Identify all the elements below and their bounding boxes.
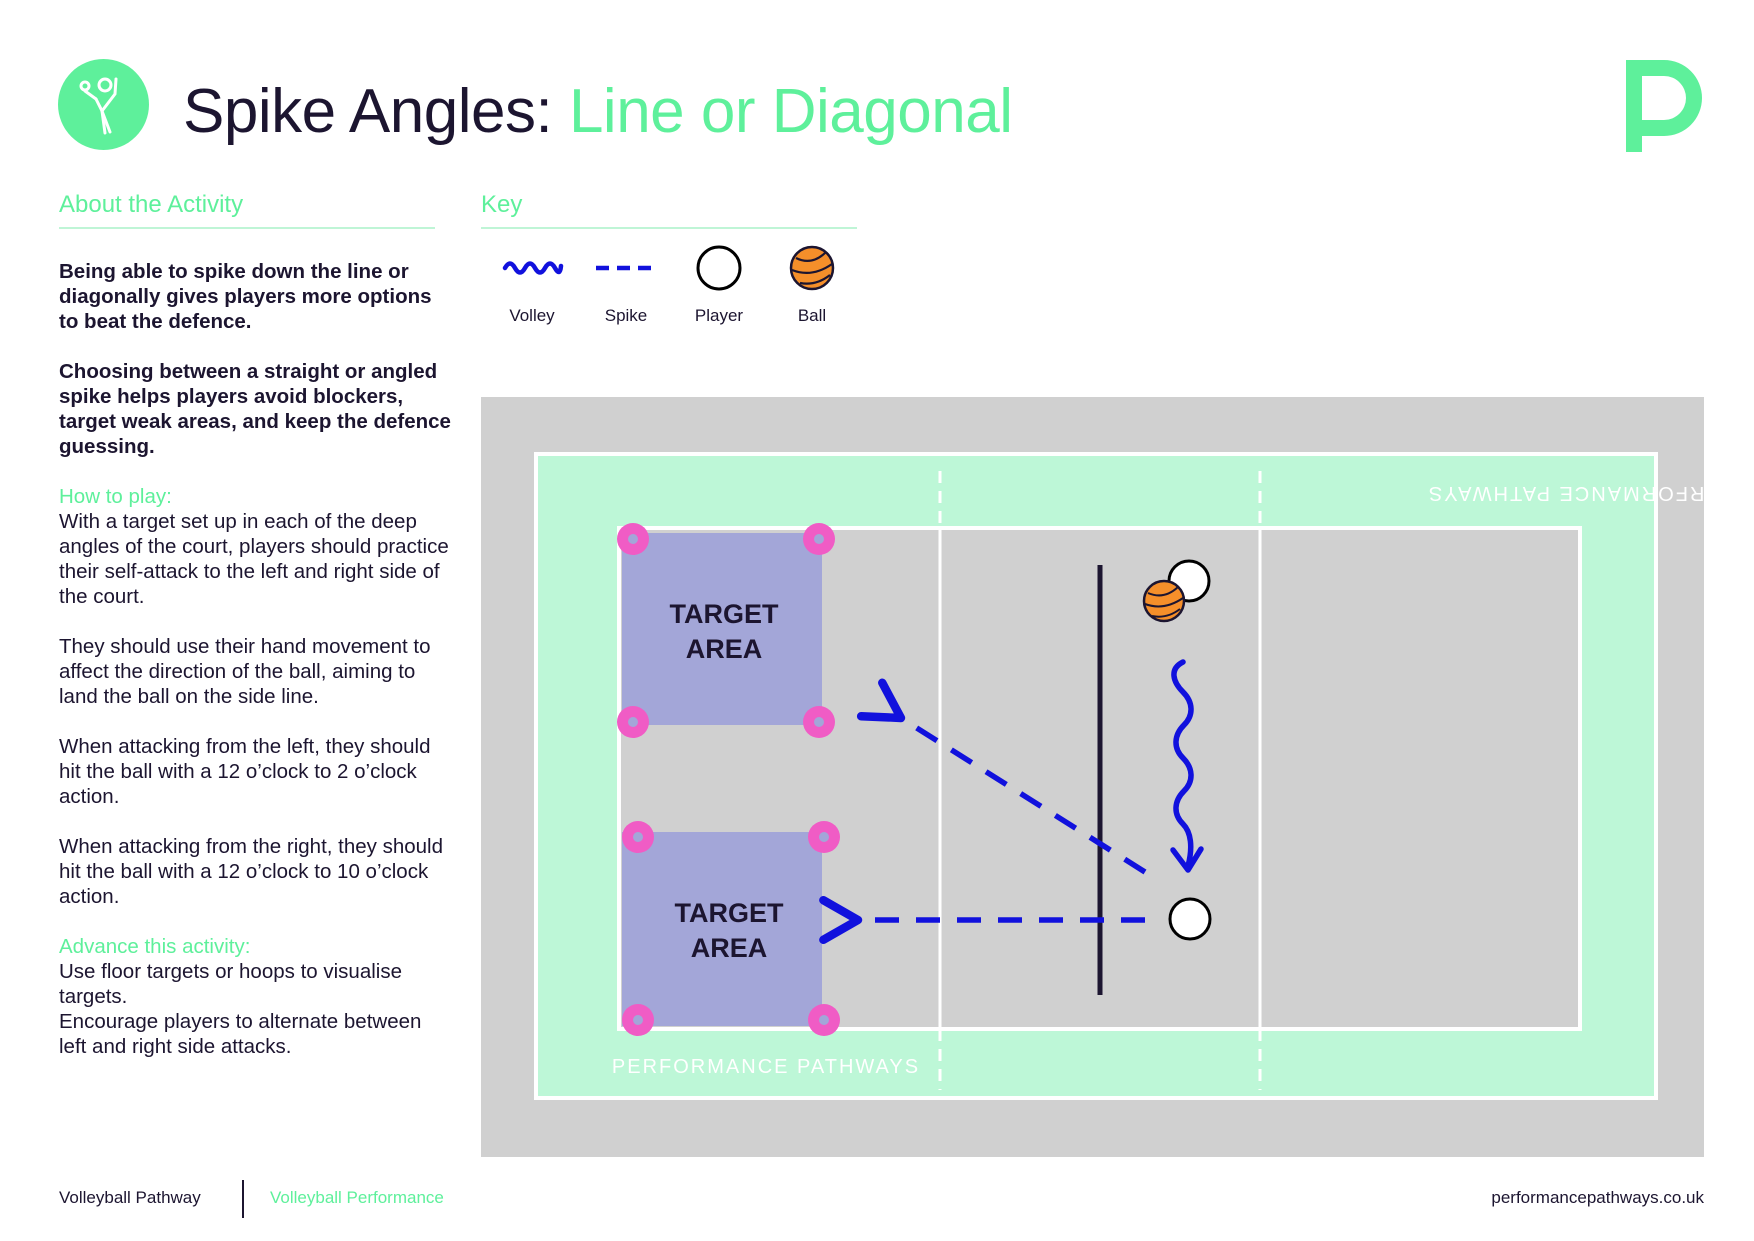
target-area-bottom (622, 832, 822, 1026)
how-paragraph-4: When attacking from the right, they shou… (59, 835, 444, 908)
key-volley: Volley (477, 248, 587, 328)
how-paragraph-2: They should use their hand movement to a… (59, 635, 431, 708)
target-area-top (622, 533, 822, 725)
key-heading: Key (481, 191, 857, 229)
advance-paragraph-1: Use floor targets or hoops to visualise … (59, 960, 402, 1008)
volley-arrowhead (1170, 846, 1204, 873)
key-label-player: Player (694, 306, 744, 325)
how-paragraph-1: With a target set up in each of the deep… (59, 510, 449, 608)
target-top-label-1: TARGET (670, 599, 779, 629)
key-label-spike: Spike (604, 306, 648, 325)
intro-paragraph-2: Choosing between a straight or angled sp… (59, 360, 451, 458)
footer-middle: Volleyball Performance (270, 1188, 444, 1207)
court-diagram: PERFORMANCE PATHWAYS PERFORMANCE PATHWAY… (481, 397, 1704, 1157)
advance-paragraph-2: Encourage players to alternate between l… (59, 1010, 422, 1058)
target-bottom-label-1: TARGET (675, 898, 784, 928)
diagonal-spike-arrow (856, 678, 1147, 875)
ball-icon (789, 245, 835, 291)
key-player: Player (664, 245, 774, 328)
key-spike: Spike (571, 248, 681, 328)
key-ball: Ball (757, 245, 867, 328)
dashed-line-icon (596, 265, 657, 271)
pp-logo-icon (1626, 60, 1706, 152)
footer-divider (242, 1180, 244, 1218)
target-bottom-label-2: AREA (691, 933, 768, 963)
key-label-volley: Volley (509, 306, 555, 325)
volley-path (1171, 659, 1194, 869)
intro-paragraph-1: Being able to spike down the line or dia… (59, 260, 432, 333)
advance-heading: Advance this activity: (59, 935, 251, 958)
footer-url[interactable]: performancepathways.co.uk (1491, 1188, 1704, 1207)
watermark-bottom: PERFORMANCE PATHWAYS (612, 1056, 920, 1078)
wavy-line-icon (502, 261, 564, 275)
player-attacker (1168, 897, 1212, 941)
ball-icon (1142, 579, 1186, 623)
about-text: Being able to spike down the line or dia… (59, 259, 454, 1059)
title-main: Spike Angles: (183, 77, 553, 146)
how-paragraph-3: When attacking from the left, they shoul… (59, 735, 431, 808)
volleyball-player-icon (58, 59, 149, 150)
title-accent: Line or Diagonal (568, 77, 1013, 146)
target-top-label-2: AREA (686, 634, 763, 664)
key-label-ball: Ball (797, 306, 827, 325)
circle-icon (696, 245, 742, 291)
page-title: Spike Angles: Line or Diagonal (183, 70, 1013, 154)
about-heading: About the Activity (59, 191, 435, 229)
watermark-top: PERFORMANCE PATHWAYS (1427, 482, 1704, 504)
how-to-play-heading: How to play: (59, 485, 172, 508)
footer-left: Volleyball Pathway (59, 1188, 201, 1207)
